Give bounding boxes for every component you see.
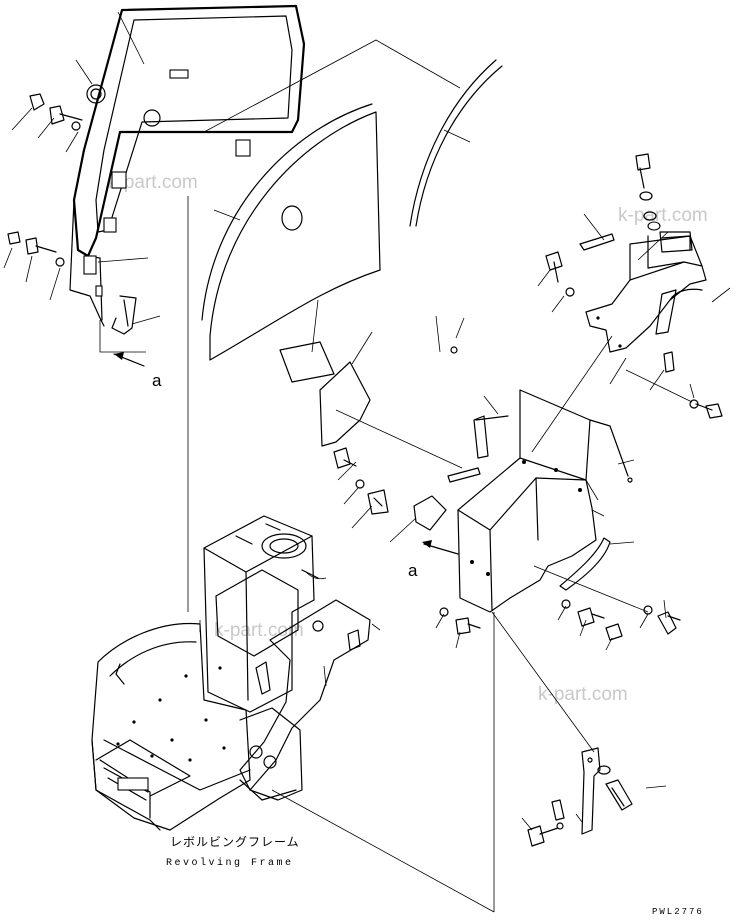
duct-fasteners — [533, 565, 681, 651]
fastener-group-lower-left — [7, 231, 65, 267]
duct-seal-strip — [559, 537, 635, 591]
frame-caption-japanese: レボルビングフレーム — [170, 835, 300, 849]
upper-right-bracket — [585, 221, 707, 353]
curved-seal-strip — [409, 59, 503, 227]
fastener-group-upper-left — [29, 93, 83, 131]
bottom-stay — [521, 747, 667, 847]
insulation-panel — [201, 103, 381, 361]
left-hook-clip — [111, 295, 137, 335]
duct-cover — [457, 389, 605, 613]
view-arrow-left — [113, 352, 145, 367]
clip-ring — [86, 84, 106, 104]
rod — [589, 419, 635, 483]
frame-caption-english: Revolving Frame — [166, 857, 294, 869]
watermark-4: k-part.com — [538, 684, 628, 705]
leader-line — [203, 39, 461, 133]
frame-leaders — [199, 611, 595, 913]
view-label-right: a — [408, 561, 418, 580]
pad-plate — [279, 299, 335, 383]
view-arrow-right — [422, 540, 459, 555]
left-side-cover — [69, 4, 306, 327]
small-bracket-block — [413, 495, 447, 531]
side-panel-small — [319, 331, 463, 469]
flat-bars — [435, 315, 509, 483]
watermark-3: k-part.com — [214, 620, 304, 641]
view-label-left: a — [152, 371, 162, 390]
drawing-code: PWL2776 — [652, 907, 704, 917]
watermark-2: k-part.com — [618, 205, 708, 226]
lower-bolt-set — [333, 447, 417, 543]
lower-bolt-left — [435, 607, 481, 649]
upper-right-small-parts — [531, 153, 731, 453]
revolving-frame — [91, 515, 381, 831]
watermark-1: k-part.com — [108, 172, 198, 193]
leader-line — [99, 320, 146, 353]
callout-leaders-left — [3, 11, 471, 325]
